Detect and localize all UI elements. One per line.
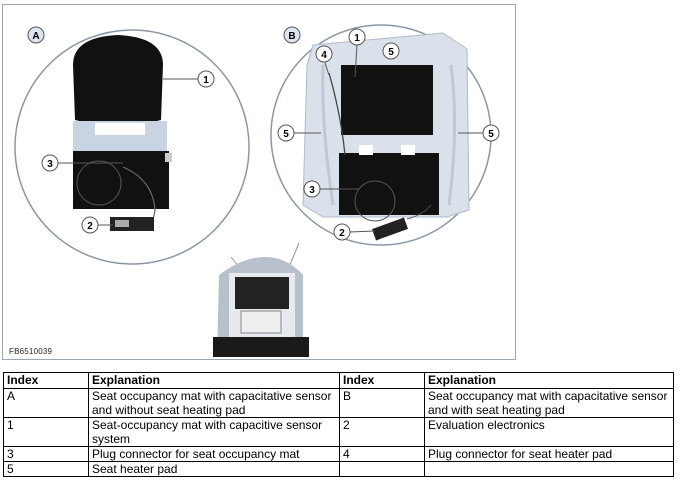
- explanation-cell: Seat-occupancy mat with capacitive senso…: [88, 417, 340, 447]
- explanation-cell: [424, 461, 674, 477]
- svg-text:2: 2: [87, 221, 93, 232]
- svg-text:2: 2: [339, 228, 345, 239]
- explanation-cell: Evaluation electronics: [424, 417, 674, 447]
- index-cell: 3: [3, 446, 89, 462]
- explanation-cell: Plug connector for seat occupancy mat: [88, 446, 340, 462]
- table-row: A Seat occupancy mat with capacitative s…: [3, 388, 674, 418]
- seat-photo: [213, 257, 309, 357]
- callout-a-1: 1: [163, 70, 215, 88]
- legend-table: Index Explanation Index Explanation A Se…: [3, 372, 674, 477]
- svg-text:3: 3: [309, 185, 315, 196]
- explanation-cell: Seat heater pad: [88, 461, 340, 477]
- figure-code: FB6510039: [9, 347, 53, 356]
- callout-b-3: 3: [303, 180, 359, 198]
- callout-b-label: B: [283, 26, 301, 44]
- svg-text:4: 4: [321, 50, 327, 61]
- svg-text:A: A: [32, 31, 39, 42]
- callout-b-2: 2: [333, 223, 376, 241]
- callout-b-4: 4: [315, 45, 333, 76]
- header-index-1: Index: [3, 372, 89, 389]
- index-cell: [339, 461, 425, 477]
- index-cell: 5: [3, 461, 89, 477]
- index-cell: 1: [3, 417, 89, 447]
- svg-text:1: 1: [354, 33, 360, 44]
- index-cell: B: [339, 388, 425, 418]
- header-index-2: Index: [339, 372, 425, 389]
- callout-a-2: 2: [81, 216, 113, 234]
- callout-b-5-top: 5: [382, 42, 400, 60]
- callout-a-3: 3: [41, 154, 123, 172]
- header-explanation-2: Explanation: [424, 372, 674, 389]
- figure-illustration: A B 1 3 2 4 1 5 5: [14, 24, 500, 357]
- callout-b-5-left: 5: [277, 124, 321, 142]
- explanation-cell: Plug connector for seat heater pad: [424, 446, 674, 462]
- svg-text:5: 5: [388, 47, 394, 58]
- table-row: 1 Seat-occupancy mat with capacitive sen…: [3, 417, 674, 447]
- legend-header-row: Index Explanation Index Explanation: [3, 372, 674, 389]
- detail-circle-b: [270, 24, 492, 246]
- explanation-cell: Seat occupancy mat with capacitative sen…: [424, 388, 674, 418]
- index-cell: 2: [339, 417, 425, 447]
- svg-text:B: B: [288, 31, 295, 42]
- table-row: 3 Plug connector for seat occupancy mat …: [3, 446, 674, 462]
- explanation-cell: Seat occupancy mat with capacitative sen…: [88, 388, 340, 418]
- header-explanation-1: Explanation: [88, 372, 340, 389]
- detail-circle-a: [14, 29, 250, 265]
- callout-b-1: 1: [348, 28, 366, 78]
- callout-a-label: A: [27, 26, 45, 44]
- index-cell: 4: [339, 446, 425, 462]
- svg-text:3: 3: [47, 159, 53, 170]
- svg-text:5: 5: [283, 129, 289, 140]
- index-cell: A: [3, 388, 89, 418]
- table-row: 5 Seat heater pad: [3, 461, 674, 477]
- seat-occupancy-figure: A B 1 3 2 4 1 5 5: [2, 4, 516, 360]
- callout-b-5-right: 5: [458, 124, 500, 142]
- svg-text:5: 5: [488, 129, 494, 140]
- svg-text:1: 1: [203, 75, 209, 86]
